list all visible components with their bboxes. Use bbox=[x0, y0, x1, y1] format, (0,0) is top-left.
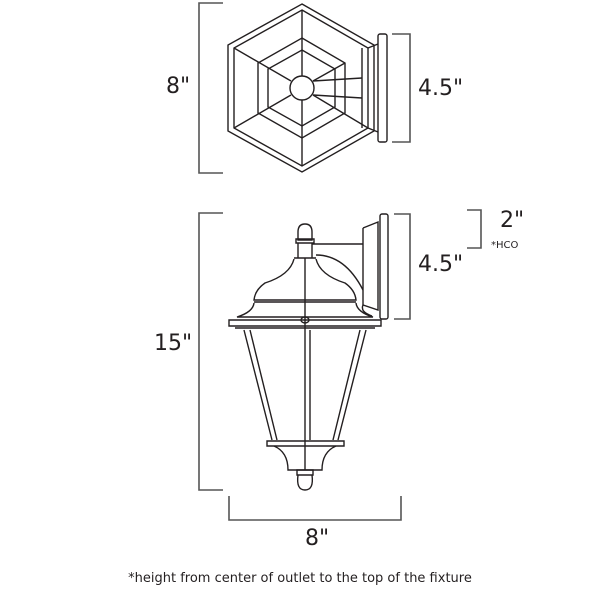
side-backplate-label: 4.5" bbox=[418, 252, 464, 277]
top-view-drawing bbox=[199, 3, 410, 173]
side-backplate bbox=[380, 214, 388, 319]
hco-label: 2" bbox=[500, 208, 525, 233]
side-backplate-dimension-bracket bbox=[394, 214, 410, 319]
side-lantern-right-frame bbox=[333, 330, 366, 440]
top-outer-hexagon-inner-rim bbox=[234, 10, 368, 166]
hco-note: *HCO bbox=[491, 240, 519, 251]
side-width-label: 8" bbox=[305, 526, 330, 551]
top-height-dimension-bracket bbox=[199, 3, 223, 173]
side-top-finial bbox=[298, 224, 312, 240]
side-width-dimension-bracket bbox=[229, 496, 401, 520]
top-backplate bbox=[378, 34, 387, 142]
footnote: *height from center of outlet to the top… bbox=[128, 571, 472, 586]
top-backplate-label: 4.5" bbox=[418, 76, 464, 101]
side-height-dimension-bracket bbox=[199, 213, 223, 490]
side-lantern-left-frame bbox=[244, 330, 277, 440]
top-backplate-dimension-bracket bbox=[392, 34, 410, 142]
side-bottom-finial bbox=[298, 475, 313, 490]
top-outer-hexagon bbox=[228, 4, 374, 172]
side-height-label: 15" bbox=[154, 331, 193, 356]
top-width-label: 8" bbox=[166, 74, 191, 99]
side-view-drawing bbox=[199, 210, 481, 520]
side-bottom-band bbox=[267, 441, 344, 446]
side-arm bbox=[316, 255, 363, 290]
top-finial-circle bbox=[290, 76, 314, 100]
hco-dimension-bracket bbox=[467, 210, 481, 248]
